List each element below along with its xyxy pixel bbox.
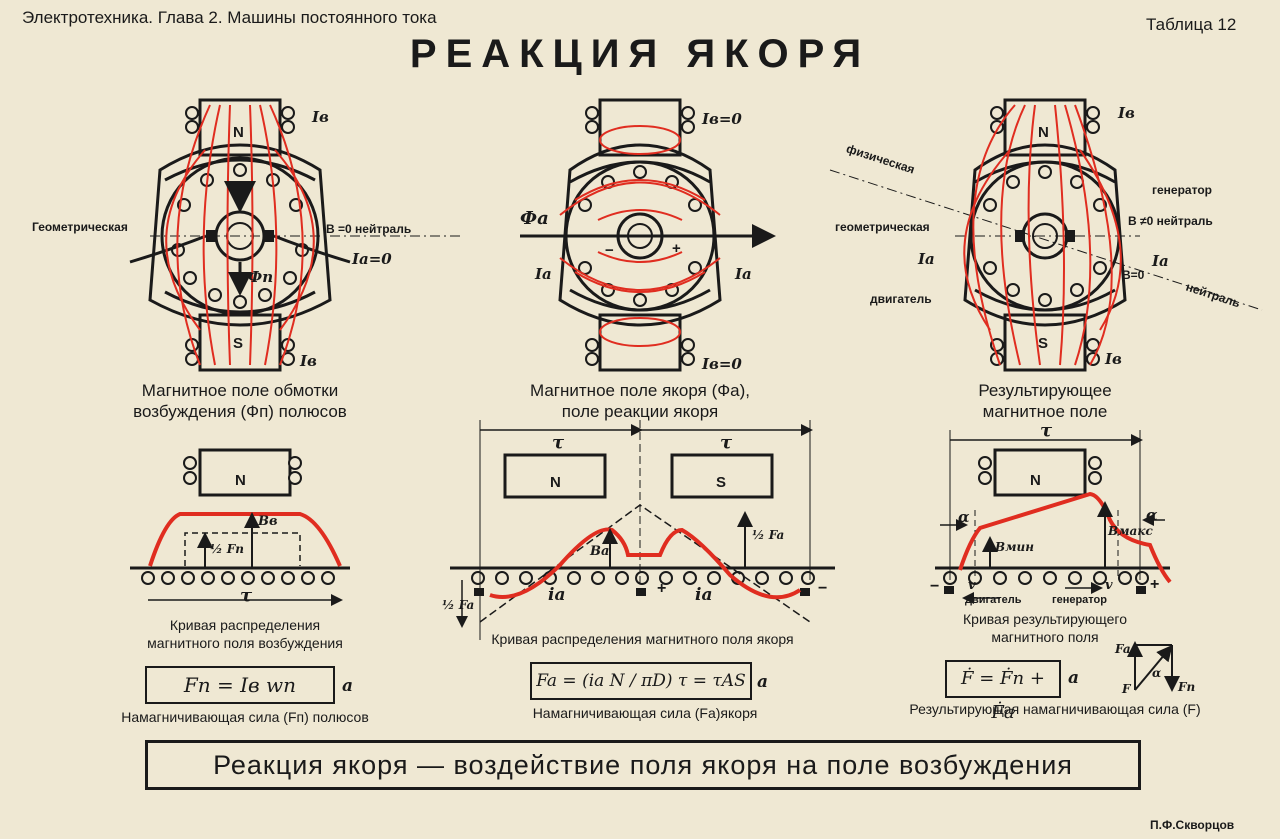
ia0-label: Ia=0 [352,250,392,268]
resulting-field-curve [958,491,1172,584]
iv-top-left: Iв [312,108,329,126]
phi-a-label: Фa [520,208,549,229]
ia-curve-left: ia [548,585,566,605]
formula-fn-unit: a [342,676,354,696]
definition-banner: Реакция якоря — воздействие поля якоря н… [145,740,1141,790]
curve-pole-left: N [235,472,246,489]
curve-resulting-field [935,430,1172,604]
b-max-label: Bмакс [1108,524,1153,538]
geometric-label-left: Геометрическая [32,220,128,234]
machine-armature-field [520,98,776,372]
plus-curve-middle: + [657,580,667,597]
pole-s-label-right: S [1038,335,1049,352]
b-ne0-neutral: B ≠0 нейтраль [1128,214,1213,228]
geometric-label-right: геометрическая [835,220,930,234]
curve-caption-left: Кривая распределения магнитного поля воз… [147,617,343,651]
generator-direction-label: генератор [1152,183,1212,197]
b-min-label: Bмин [995,540,1035,554]
ia-right-middle: Ia [735,265,752,283]
half-fn-label: ½ Fп [210,542,244,556]
pole-n-label-right: N [1038,124,1049,141]
formula-fa-unit: a [757,672,769,692]
bv-label: Bв [258,514,278,529]
tau-middle-left: τ [552,432,565,453]
minus-curve-middle: − [818,580,828,597]
b0-right: B=0 [1122,268,1145,282]
ia-curve-right: ia [695,585,713,605]
force-caption-right: Результирующая намагничивающая сила (F) [909,701,1201,717]
alpha-left: α [958,508,970,526]
iv0-top: Iв=0 [702,110,742,128]
header-chapter: Электротехника. Глава 2. Машины постоянн… [22,8,437,27]
plus-middle: + [672,240,681,257]
formula-f-unit: a [1068,668,1080,688]
vec-alpha-label: α [1152,666,1162,680]
ia-left-middle: Ia [535,265,552,283]
caption-resulting-field: Результирующее магнитное поле [978,381,1112,421]
formula-f: Ḟ = Ḟп + Ḟa [945,660,1061,723]
vec-fa-label: Fa [1115,642,1131,656]
vec-fn-label: Fп [1178,680,1196,694]
generator-curve-label: генератор [1052,594,1107,606]
ia-right-right: Ia [1152,252,1169,270]
vector-diagram [1127,641,1180,692]
curve-caption-middle: Кривая распределения магнитного поля яко… [491,631,794,647]
force-caption-middle: Намагничивающая сила (Fa)якоря [532,705,758,721]
v-left: v [968,578,976,593]
conductor-row-left [141,571,335,585]
tau-left: τ [240,585,253,606]
ia-left-right: Ia [918,250,935,268]
formula-fa: Fa = (ia N / πD) τ = τAS [530,662,752,700]
curve-armature-field [450,420,835,640]
iv-bottom-left: Iв [300,352,317,370]
tau-right: τ [1040,420,1053,441]
author-signature: П.Ф.Скворцов [1150,818,1235,832]
vec-f-label: F [1122,682,1131,696]
v-right: v [1105,578,1113,593]
plus-curve-right: + [1150,576,1160,593]
header-table-number: Таблица 12 [1146,15,1237,34]
half-fa-bottom: ½ Fa [442,598,475,612]
stator-frame [148,143,332,327]
conductor-row-middle [471,571,815,585]
iv0-bottom: Iв=0 [702,355,742,373]
pole-s-label-left: S [233,335,244,352]
machine-field-excitation [129,98,460,372]
minus-curve-right: − [930,578,940,595]
curve-pole-n-middle: N [550,474,561,491]
pole-n-label-left: N [233,124,244,141]
formula-fn: Fп = Iв wп [145,666,335,704]
minus-middle: − [605,242,614,259]
alpha-right: α [1146,506,1158,524]
curve-field-excitation [130,448,350,606]
phi-n-label: Фп [248,268,274,286]
machine-resulting-field [829,98,1263,372]
ba-label: Ba [590,544,610,559]
curve-pole-s-middle: S [716,474,727,491]
tau-middle-right: τ [720,432,733,453]
page-title: РЕАКЦИЯ ЯКОРЯ [409,32,871,76]
curve-caption-right: Кривая результирующего магнитного поля [963,611,1127,645]
iv-top-right: Iв [1118,104,1135,122]
iv-bottom-right: Iв [1105,350,1122,368]
motor-direction-label: двигатель [870,292,932,306]
field-curve [148,512,342,567]
armature-field-curve [489,527,802,600]
caption-field-excitation: Магнитное поле обмотки возбуждения (Фп) … [133,381,347,421]
caption-armature-field: Магнитное поле якоря (Фa), поле реакции … [530,381,750,421]
force-caption-left: Намагничивающая сила (Fп) полюсов [121,709,369,725]
motor-curve-label: двигатель [965,594,1022,606]
b0-neutral-left: B =0 нейтраль [326,222,412,236]
half-fa-top: ½ Fa [752,528,785,542]
curve-pole-right: N [1030,472,1041,489]
